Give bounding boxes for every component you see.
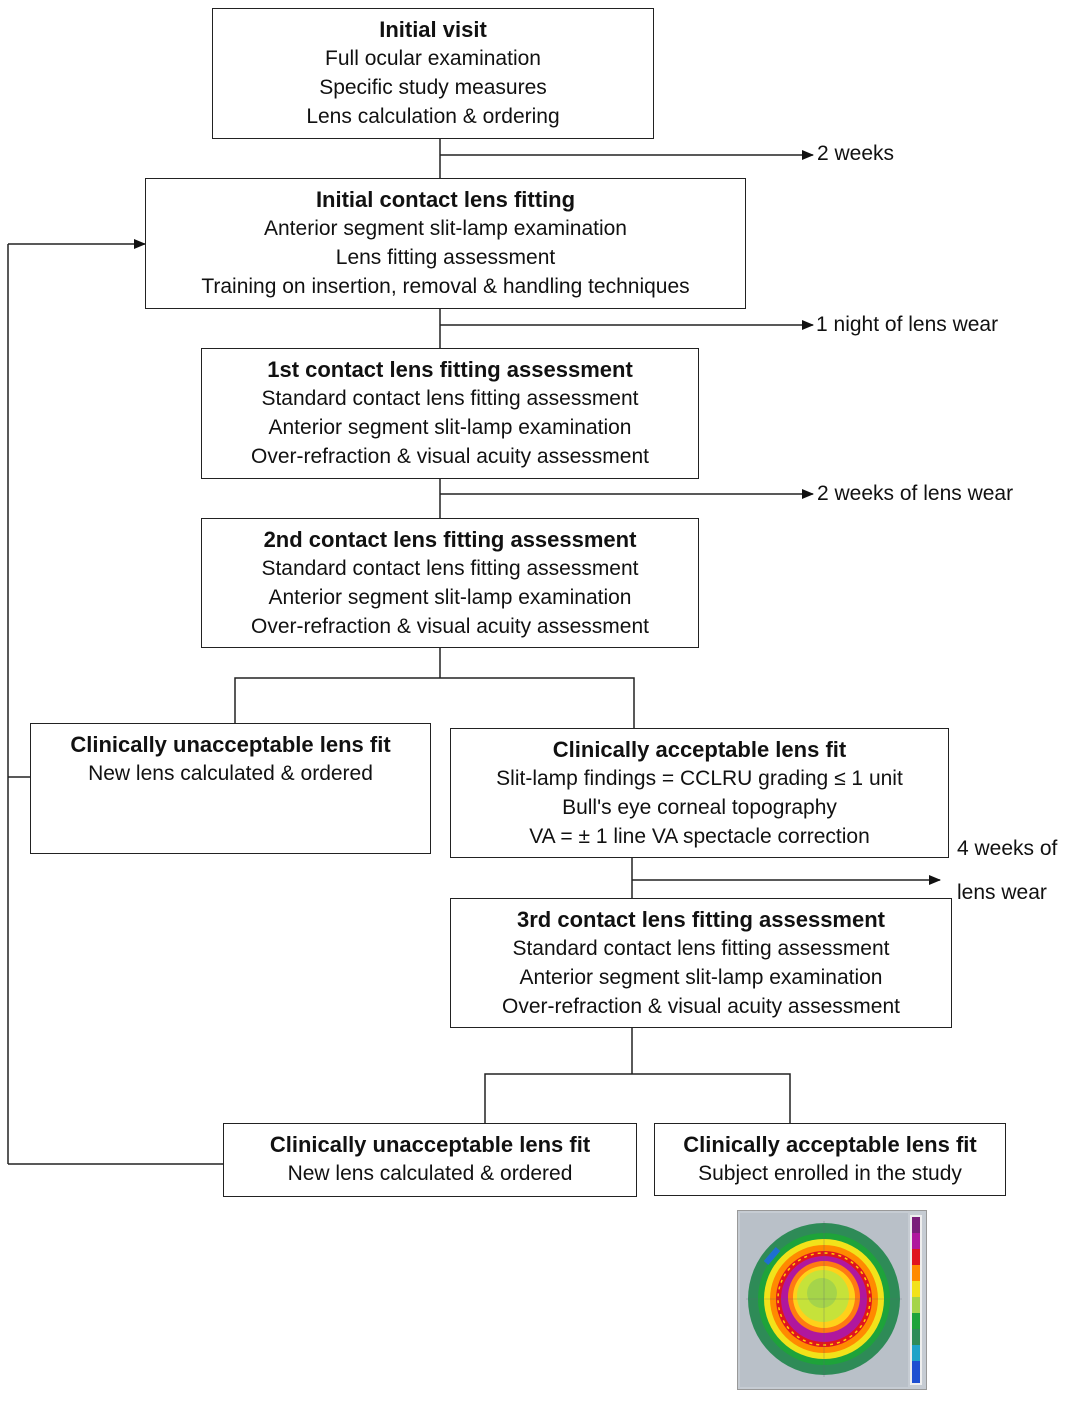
initial-fitting-line-3: Training on insertion, removal & handlin…	[201, 275, 690, 298]
assessment-1-line-3: Over-refraction & visual acuity assessme…	[251, 445, 649, 468]
acceptable-fit-1-line-1: Slit-lamp findings = CCLRU grading ≤ 1 u…	[496, 767, 903, 790]
assessment-3-line-3: Over-refraction & visual acuity assessme…	[502, 995, 900, 1018]
timing-label-1: 2 weeks	[817, 142, 895, 165]
initial-fitting-line-1: Anterior segment slit-lamp examination	[264, 217, 627, 240]
acceptable-fit-1-line-3: VA = ± 1 line VA spectacle correction	[529, 825, 870, 848]
timing-label-3: 2 weeks of lens wear	[817, 482, 1014, 505]
unacceptable-fit-1-title: Clinically unacceptable lens fit	[70, 732, 391, 757]
topography-graphic	[738, 1211, 926, 1389]
corneal-topography-map	[737, 1210, 927, 1390]
unacceptable-fit-2-box: Clinically unacceptable lens fit New len…	[223, 1123, 637, 1197]
assessment-2-title: 2nd contact lens fitting assessment	[263, 527, 637, 552]
assessment-3-line-2: Anterior segment slit-lamp examination	[519, 966, 883, 989]
initial-fitting-box: Initial contact lens fitting Anterior se…	[145, 178, 746, 309]
assessment-1-box: 1st contact lens fitting assessment Stan…	[201, 348, 699, 479]
timing-label-2: 1 night of lens wear	[816, 313, 999, 336]
initial-fitting-title: Initial contact lens fitting	[315, 187, 576, 212]
unacceptable-fit-2-line-1: New lens calculated & ordered	[287, 1162, 573, 1185]
assessment-2-line-1: Standard contact lens fitting assessment	[261, 557, 639, 580]
connector-split-1	[234, 677, 635, 728]
initial-visit-line-2: Specific study measures	[319, 76, 547, 99]
assessment-2-box: 2nd contact lens fitting assessment Stan…	[201, 518, 699, 648]
assessment-3-box: 3rd contact lens fitting assessment Stan…	[450, 898, 952, 1028]
acceptable-fit-1-box: Clinically acceptable lens fit Slit-lamp…	[450, 728, 949, 858]
assessment-2-line-3: Over-refraction & visual acuity assessme…	[251, 615, 649, 638]
unacceptable-fit-2-title: Clinically unacceptable lens fit	[269, 1132, 591, 1157]
timing-label-4-line-1: 4 weeks of	[957, 837, 1058, 860]
initial-visit-line-1: Full ocular examination	[325, 47, 541, 70]
initial-visit-title: Initial visit	[379, 17, 487, 42]
acceptable-fit-2-title: Clinically acceptable lens fit	[683, 1132, 977, 1157]
acceptable-fit-1-line-2: Bull's eye corneal topography	[562, 796, 837, 819]
initial-visit-line-3: Lens calculation & ordering	[306, 105, 560, 128]
unacceptable-fit-1-box: Clinically unacceptable lens fit New len…	[30, 723, 431, 854]
initial-visit-box: Initial visit Full ocular examination Sp…	[212, 8, 654, 139]
assessment-1-title: 1st contact lens fitting assessment	[267, 357, 633, 382]
assessment-3-line-1: Standard contact lens fitting assessment	[512, 937, 890, 960]
acceptable-fit-2-line-1: Subject enrolled in the study	[698, 1162, 962, 1185]
assessment-2-line-2: Anterior segment slit-lamp examination	[268, 586, 632, 609]
assessment-3-title: 3rd contact lens fitting assessment	[517, 907, 885, 932]
assessment-1-line-1: Standard contact lens fitting assessment	[261, 387, 639, 410]
connector-split-2	[484, 1073, 791, 1123]
acceptable-fit-1-title: Clinically acceptable lens fit	[552, 737, 847, 762]
assessment-1-line-2: Anterior segment slit-lamp examination	[268, 416, 632, 439]
unacceptable-fit-1-line-1: New lens calculated & ordered	[88, 762, 373, 785]
initial-fitting-line-2: Lens fitting assessment	[335, 246, 556, 269]
acceptable-fit-2-box: Clinically acceptable lens fit Subject e…	[654, 1123, 1006, 1196]
timing-label-4-line-2: lens wear	[957, 881, 1047, 904]
